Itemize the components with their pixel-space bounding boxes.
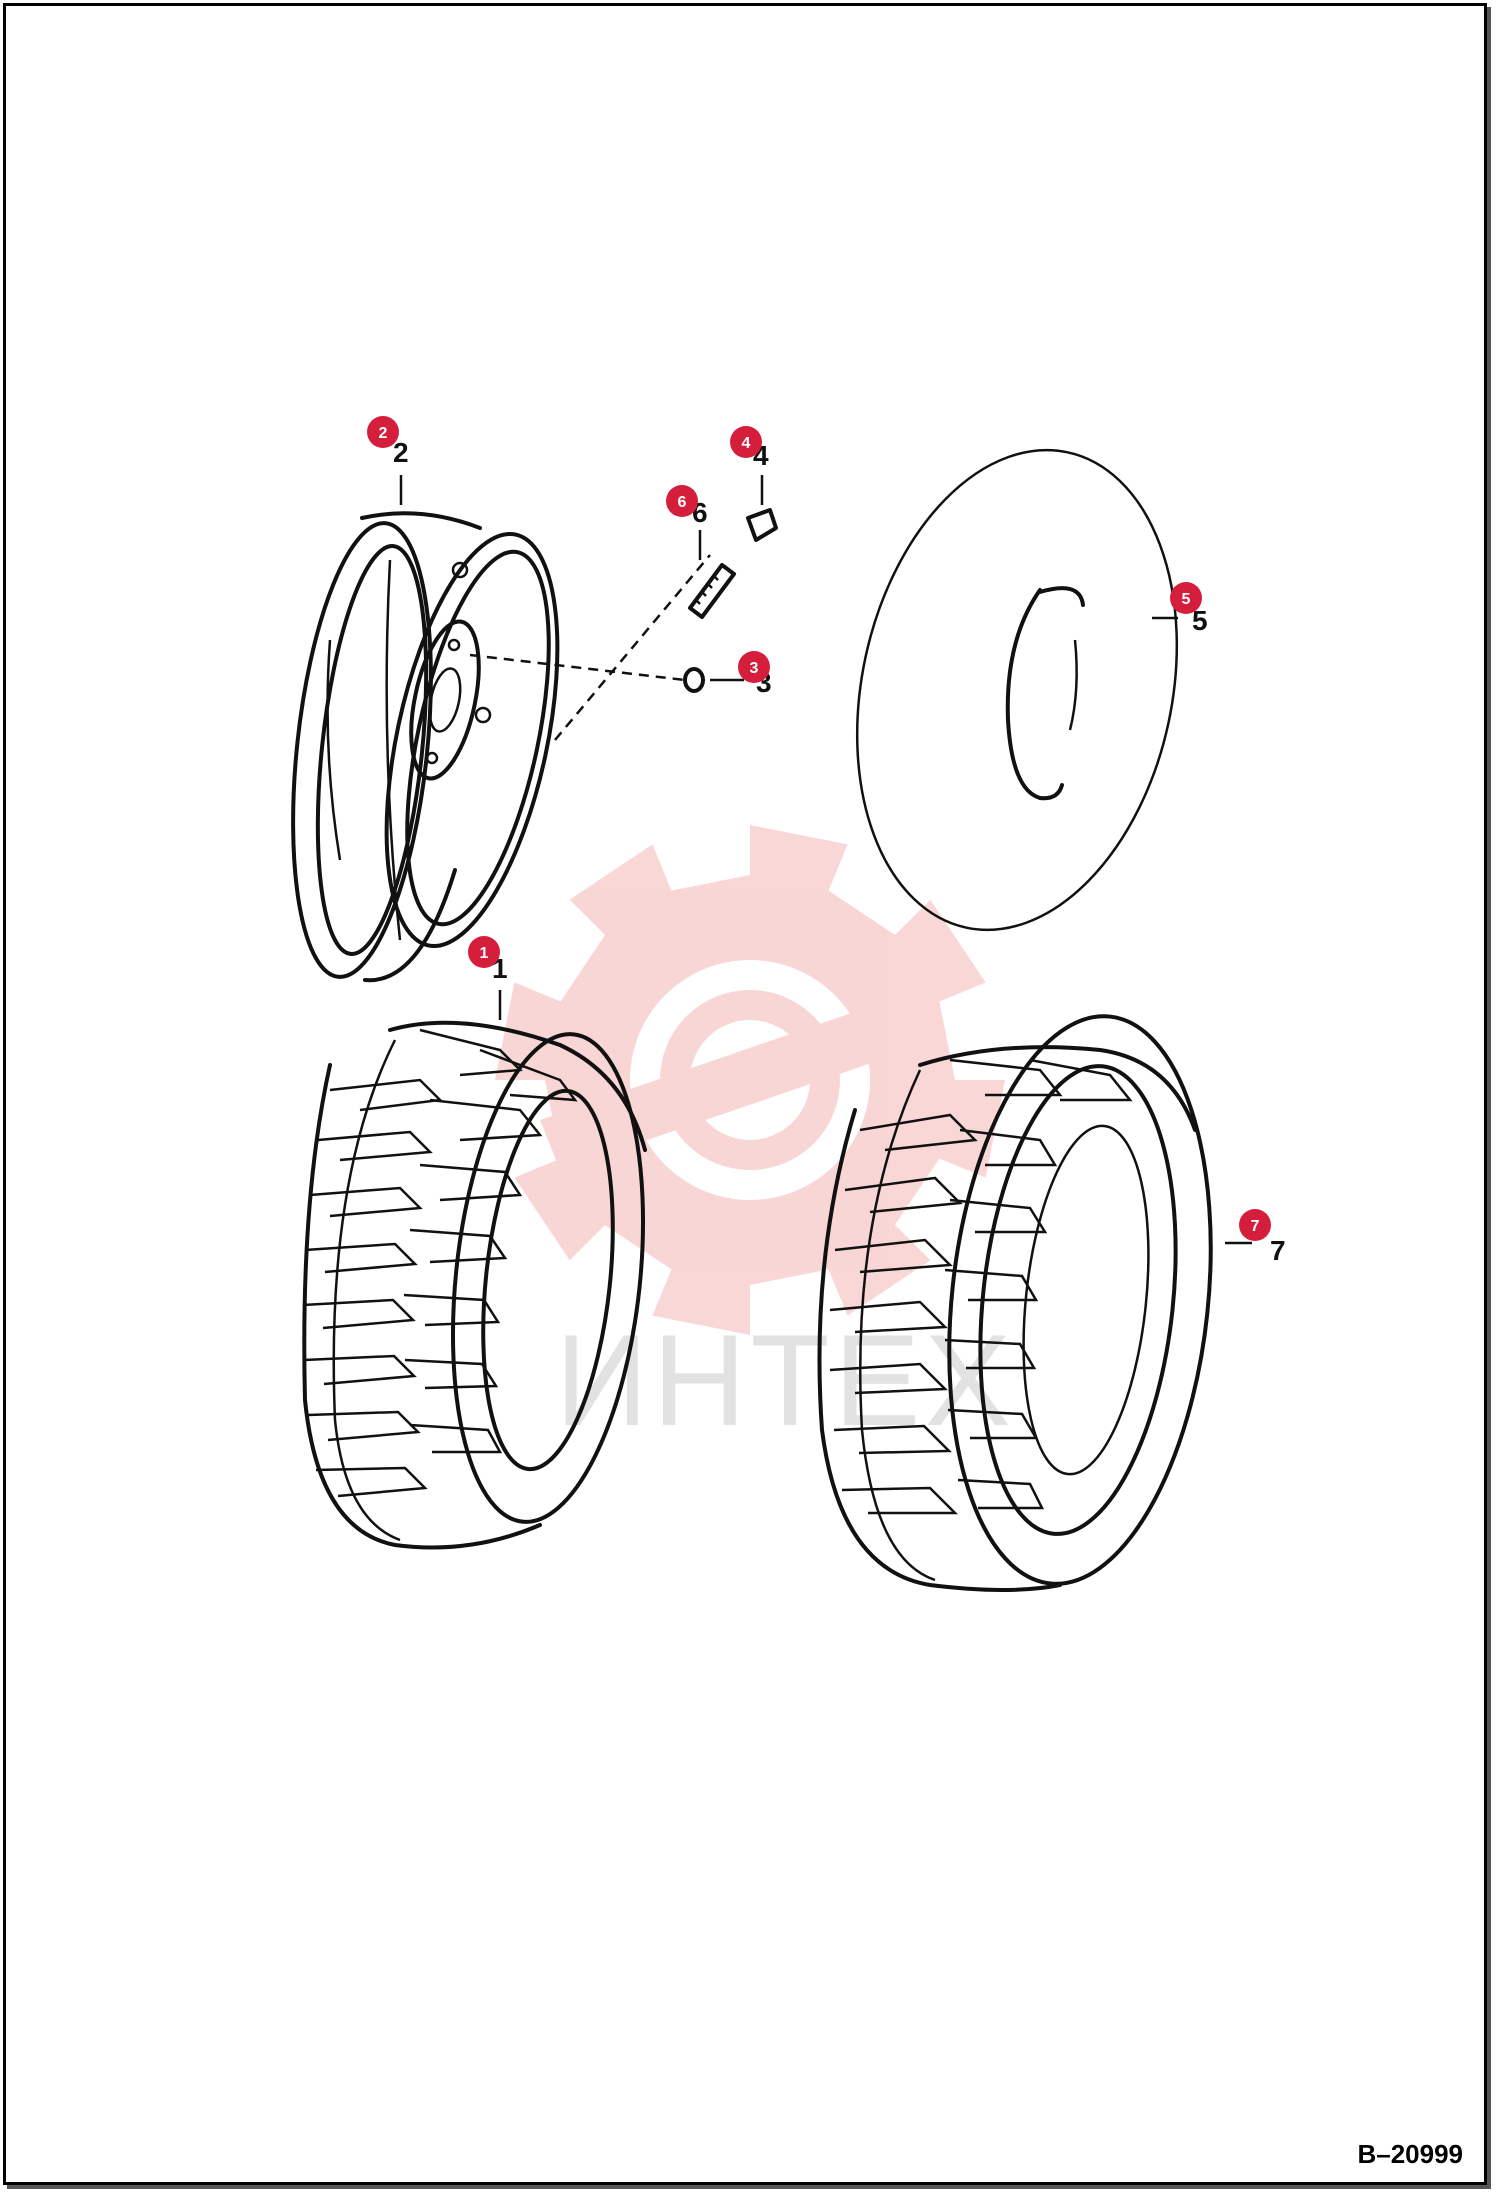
callout-badge[interactable] (666, 485, 698, 517)
watermark-gear-ring (660, 990, 840, 1170)
callout-group: 2 2 6 6 4 4 3 3 5 5 1 1 7 (367, 416, 1286, 1266)
wheel-rim-drawing (291, 511, 711, 983)
callout-badge-number: 2 (379, 425, 388, 442)
callout-badge-number: 3 (750, 660, 759, 677)
callout-badge-number: 1 (480, 945, 489, 962)
right-tire-drawing (817, 1014, 1213, 1592)
watermark-gear-body (495, 825, 1005, 1335)
callout-badge-number: 4 (742, 435, 751, 452)
callout-leaders (399, 475, 1252, 1245)
watermark-logo: ИНТЕХ (495, 825, 1011, 1453)
small-parts-drawing (683, 508, 778, 693)
callout-badge[interactable] (1239, 1209, 1271, 1241)
callout-number: 2 (393, 437, 409, 468)
callout-2[interactable]: 2 2 (367, 416, 409, 468)
wrench-icon (540, 1010, 880, 1170)
gear-icon (495, 825, 1005, 1335)
inner-tube-drawing (855, 448, 1179, 932)
callout-6[interactable]: 6 6 (666, 485, 708, 528)
callout-badge-number: 5 (1182, 591, 1191, 608)
diagram-frame (3, 3, 1487, 2185)
callout-badge[interactable] (1170, 582, 1202, 614)
callout-badge[interactable] (367, 416, 399, 448)
callout-number: 5 (1192, 605, 1208, 636)
callout-4[interactable]: 4 4 (730, 426, 769, 471)
callout-badge[interactable] (738, 651, 770, 683)
callout-5[interactable]: 5 5 (1170, 582, 1208, 636)
callout-badge-number: 7 (1251, 1218, 1260, 1235)
callout-number: 7 (1270, 1235, 1286, 1266)
callout-3[interactable]: 3 3 (738, 651, 772, 698)
watermark-gear-hole (630, 960, 870, 1200)
left-tire-drawing (302, 1020, 647, 1550)
reference-code: B–20999 (1357, 2139, 1463, 2169)
callout-badge[interactable] (730, 426, 762, 458)
callout-badge[interactable] (468, 936, 500, 968)
callout-badge-number: 6 (678, 494, 687, 511)
callout-7[interactable]: 7 7 (1239, 1209, 1286, 1266)
callout-1[interactable]: 1 1 (468, 936, 508, 984)
